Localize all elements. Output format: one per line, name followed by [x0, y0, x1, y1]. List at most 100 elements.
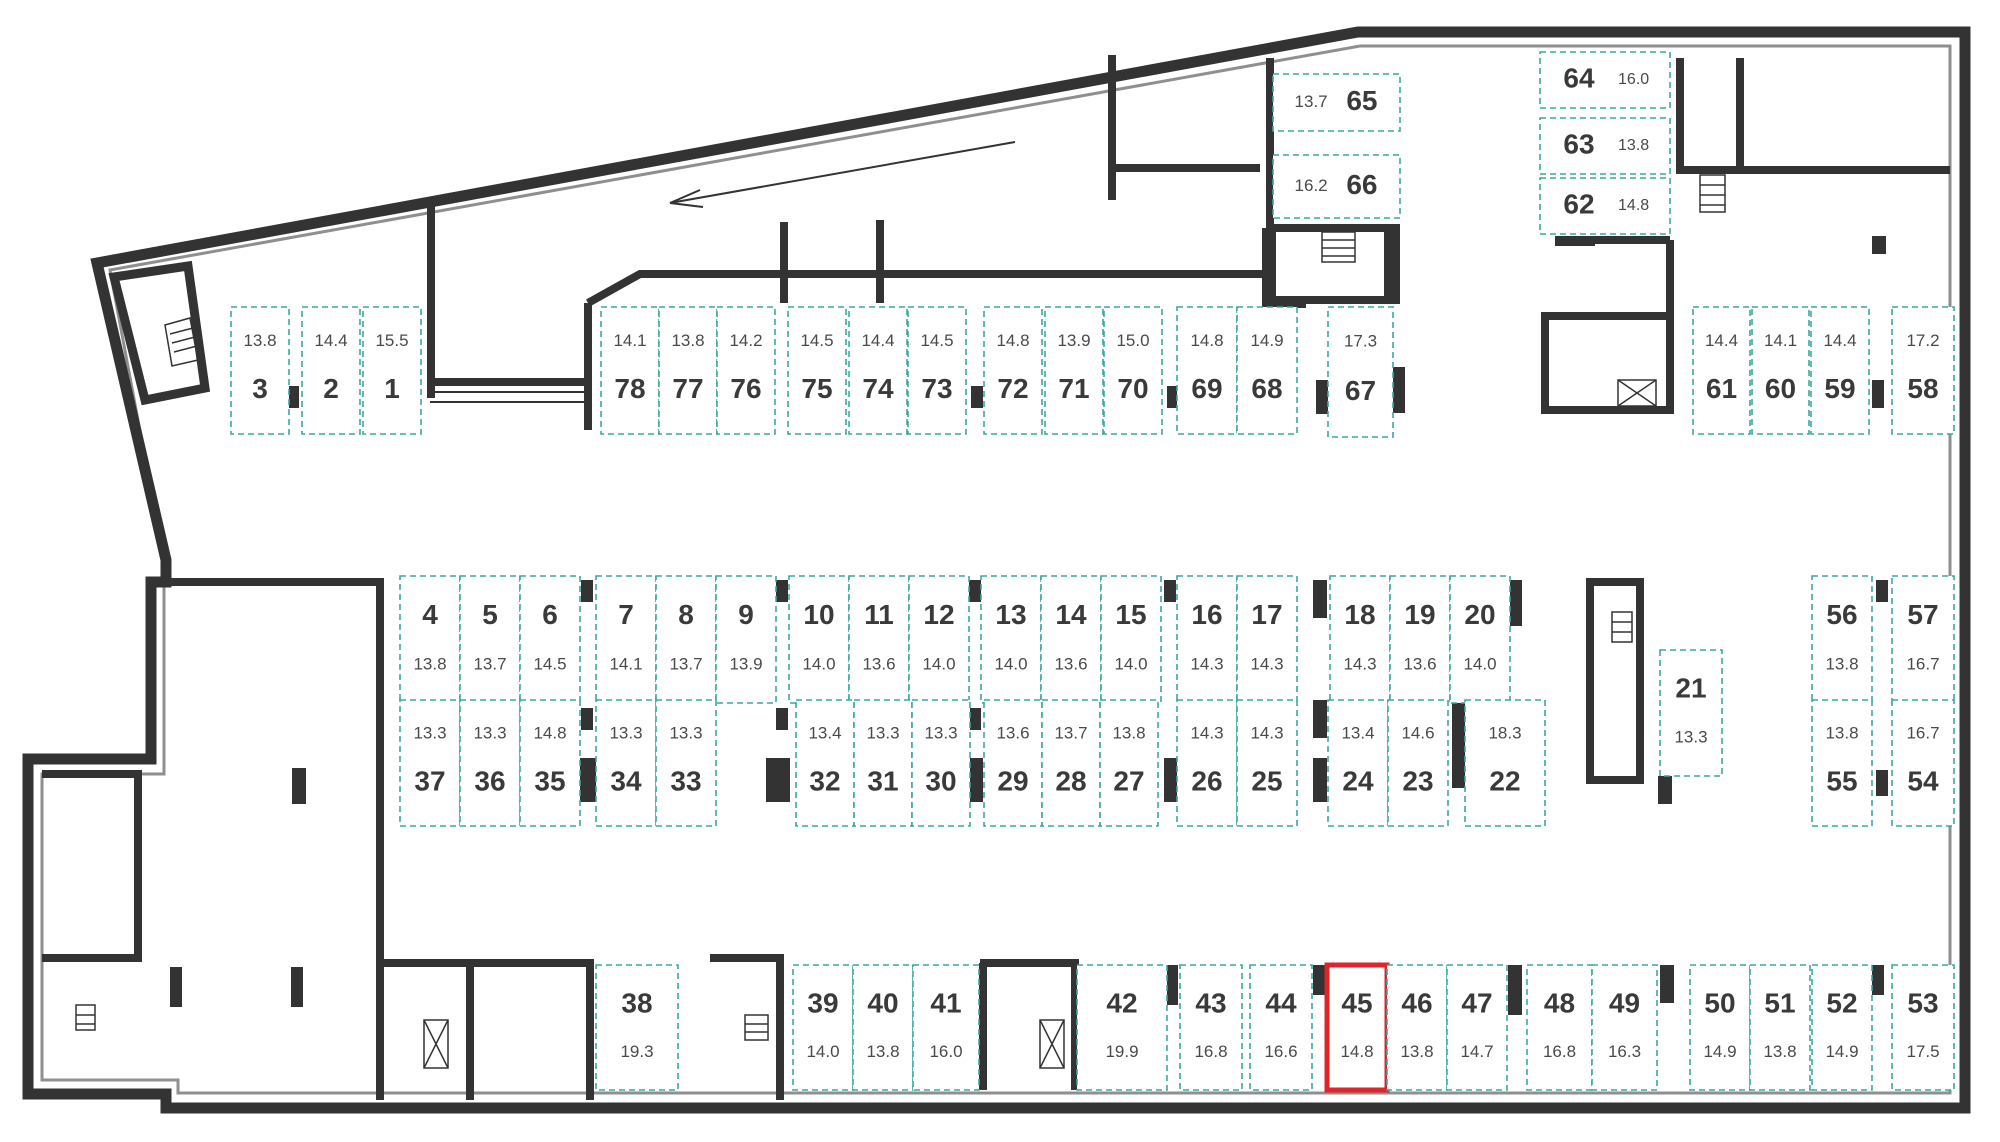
parking-spot-box [1659, 649, 1723, 777]
parking-spot-6[interactable]: 614.5 [519, 575, 581, 704]
pillar [581, 708, 593, 730]
parking-spot-box [1591, 964, 1658, 1091]
parking-spot-box [980, 575, 1042, 704]
parking-spot-box [1327, 699, 1389, 827]
parking-spot-box [1449, 575, 1511, 704]
parking-spot-area: 13.8 [1112, 724, 1145, 743]
parking-spot-4[interactable]: 413.8 [399, 575, 461, 704]
parking-spot-area: 13.8 [671, 331, 704, 350]
parking-spot-number: 46 [1401, 987, 1432, 1018]
parking-spot-box [595, 699, 657, 827]
parking-spot-area: 13.6 [996, 724, 1029, 743]
parking-spot-area: 17.5 [1906, 1042, 1939, 1061]
parking-spot-9[interactable]: 913.9 [715, 575, 777, 704]
pillar [1393, 367, 1405, 413]
parking-spot-area: 14.3 [1250, 724, 1283, 743]
parking-spot-number: 1 [384, 373, 400, 404]
parking-spot-5[interactable]: 513.7 [459, 575, 521, 704]
parking-spot-area: 18.3 [1488, 724, 1521, 743]
parking-spot-7[interactable]: 714.1 [595, 575, 657, 704]
pillar [1164, 580, 1176, 602]
parking-spot-box [715, 575, 777, 704]
parking-spot-8[interactable]: 813.7 [655, 575, 717, 704]
parking-spot-box [788, 575, 850, 704]
parking-spot-number: 12 [923, 599, 954, 630]
parking-spot-1[interactable]: 115.5 [362, 306, 422, 435]
parking-spot-number: 58 [1907, 373, 1938, 404]
parking-spot-3[interactable]: 313.8 [230, 306, 290, 435]
parking-spot-2[interactable]: 214.4 [301, 306, 361, 435]
parking-spot-box [1249, 964, 1313, 1091]
